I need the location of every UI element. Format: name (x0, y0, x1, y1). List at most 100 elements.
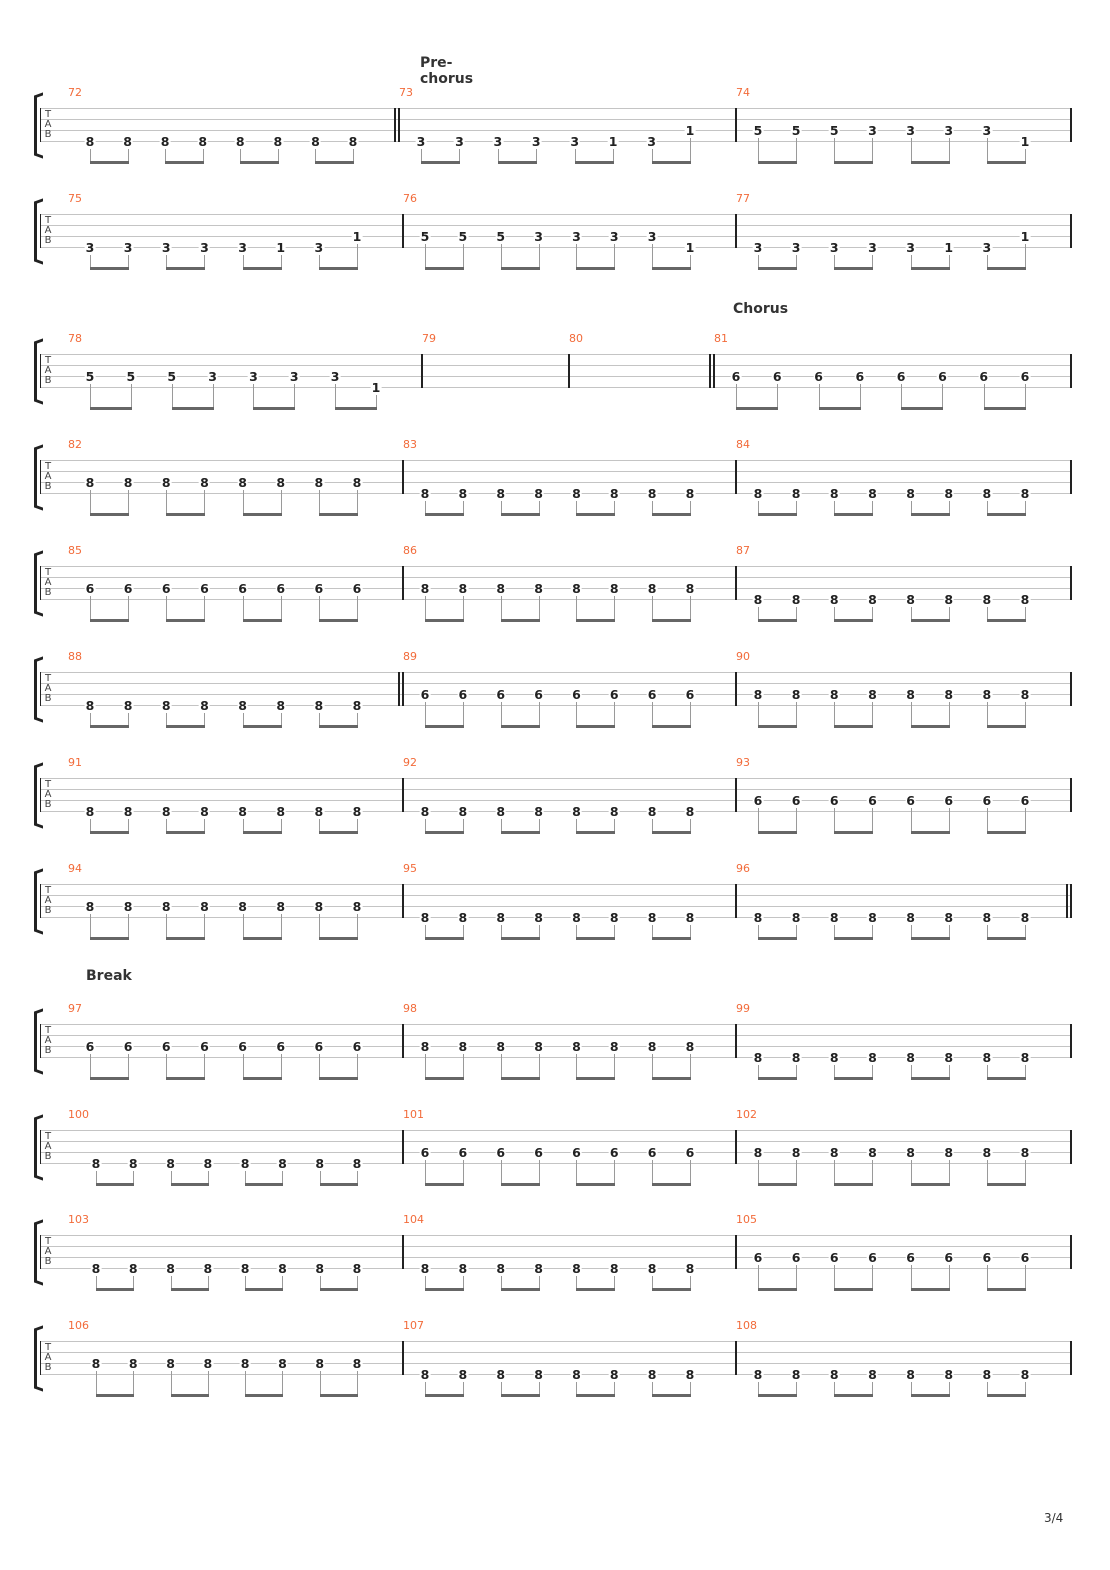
eighth-beam (834, 1394, 874, 1397)
eighth-beam (574, 161, 615, 164)
eighth-beam (425, 1394, 464, 1397)
eighth-beam (242, 725, 282, 728)
fret-number: 8 (828, 485, 840, 501)
note-stem (796, 254, 798, 269)
fret-number: 8 (533, 909, 544, 925)
fret-number: 8 (495, 1366, 507, 1382)
note-stem (651, 148, 653, 163)
barline (1070, 672, 1072, 706)
fret-number: 8 (1019, 686, 1031, 702)
fret-number: 8 (646, 1038, 658, 1054)
fret-number: 8 (165, 1260, 176, 1276)
note-stem (983, 383, 985, 409)
note-stem (690, 254, 691, 269)
barline (735, 884, 737, 918)
note-stem (425, 1159, 426, 1185)
measure-number: 97 (68, 1002, 82, 1015)
staff-line (40, 108, 1070, 109)
note-stem (834, 606, 836, 621)
fret-number: 8 (202, 1260, 214, 1276)
fret-number: 6 (752, 792, 764, 808)
fret-number: 5 (752, 122, 764, 138)
note-stem (90, 595, 91, 621)
tab-clef-letter: T (44, 673, 52, 684)
tab-clef-letter: A (44, 365, 52, 376)
measure-number: 99 (736, 1002, 750, 1015)
note-stem (538, 924, 540, 939)
fret-number: 6 (867, 1249, 878, 1265)
fret-number: 8 (905, 485, 916, 501)
fret-number: 8 (199, 803, 210, 819)
tab-clef-letter: B (44, 375, 52, 386)
eighth-beam (834, 513, 874, 516)
eighth-beam (500, 1394, 540, 1397)
fret-number: 3 (646, 133, 657, 149)
eighth-beam (576, 1183, 616, 1186)
fret-number: 8 (684, 1260, 696, 1276)
fret-number: 6 (84, 580, 96, 596)
note-stem (872, 1159, 874, 1185)
fret-number: 8 (237, 803, 248, 819)
fret-number: 8 (197, 133, 209, 149)
note-stem (128, 254, 130, 269)
eighth-beam (834, 267, 874, 270)
fret-number: 6 (419, 686, 431, 702)
eighth-beam (245, 1183, 284, 1186)
barline (1070, 1235, 1072, 1269)
eighth-beam (576, 619, 616, 622)
note-stem (1025, 500, 1026, 515)
note-stem (948, 924, 950, 939)
fret-number: 8 (608, 909, 620, 925)
fret-number: 6 (981, 792, 993, 808)
eighth-beam (318, 267, 358, 270)
note-stem (834, 701, 836, 727)
eighth-beam (500, 619, 540, 622)
fret-number: 8 (457, 803, 469, 819)
fret-number: 8 (351, 474, 363, 490)
fret-number: 8 (867, 1366, 878, 1382)
note-stem (986, 701, 988, 727)
note-stem (500, 500, 502, 515)
barline (1070, 884, 1072, 918)
note-stem (133, 1170, 135, 1185)
fret-number: 8 (533, 580, 544, 596)
measure-number: 98 (403, 1002, 417, 1015)
eighth-beam (90, 407, 132, 410)
note-stem (574, 148, 576, 163)
note-stem (425, 1381, 426, 1396)
fret-number: 8 (752, 591, 764, 607)
note-stem (207, 1170, 209, 1185)
fret-number: 6 (495, 1144, 507, 1160)
fret-number: 3 (160, 239, 172, 255)
fret-number: 8 (199, 697, 210, 713)
note-stem (96, 1370, 97, 1396)
eighth-beam (758, 267, 798, 270)
note-stem (128, 595, 130, 621)
eighth-beam (986, 937, 1026, 940)
barline (1070, 214, 1072, 248)
note-stem (986, 500, 988, 515)
fret-number: 8 (202, 1155, 214, 1171)
fret-number: 6 (533, 1144, 544, 1160)
note-stem (421, 148, 422, 163)
fret-number: 8 (684, 485, 696, 501)
eighth-beam (910, 1077, 950, 1080)
note-stem (758, 1264, 759, 1290)
note-stem (872, 1064, 874, 1079)
fret-number: 8 (237, 697, 248, 713)
note-stem (318, 595, 320, 621)
note-stem (1025, 924, 1026, 939)
fret-number: 8 (457, 1038, 469, 1054)
eighth-beam (242, 1077, 282, 1080)
note-stem (872, 924, 874, 939)
note-stem (986, 924, 988, 939)
fret-number: 8 (1019, 1144, 1031, 1160)
double-barline (709, 354, 711, 388)
note-stem (318, 913, 320, 939)
note-stem (318, 712, 320, 727)
fret-number: 8 (943, 909, 955, 925)
note-stem (576, 701, 578, 727)
eighth-beam (166, 831, 206, 834)
fret-number: 8 (351, 697, 363, 713)
staff-line (40, 214, 1070, 215)
